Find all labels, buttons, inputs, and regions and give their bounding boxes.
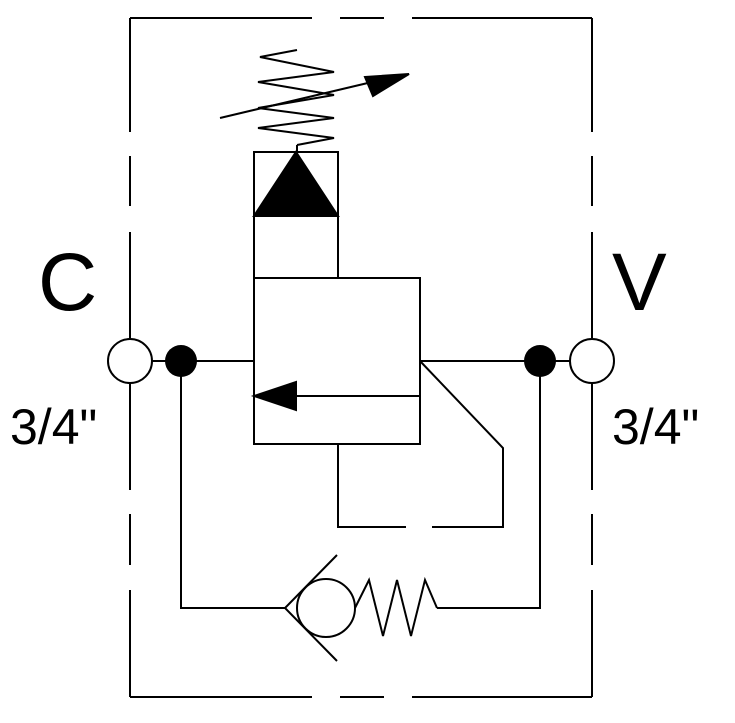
junction-dot-icon [524,345,556,377]
check-valve-icon [283,554,438,662]
port-label-left: C [38,237,98,328]
pilot-section [252,150,340,279]
drain-line [337,360,504,528]
port-circle-icon [107,338,153,384]
main-lines [152,360,570,609]
check-valve-spring-icon [354,576,438,637]
valve-spool-box [250,277,421,445]
port-circle-icon [569,338,615,384]
enclosure-boundary [129,17,593,698]
port-size-left: 3/4" [10,399,98,455]
port-label-right: V [612,237,667,328]
adjustable-spring-icon [219,49,410,152]
junction-dot-icon [165,345,197,377]
pilot-triangle-icon [252,150,340,217]
port-size-right: 3/4" [612,399,700,455]
